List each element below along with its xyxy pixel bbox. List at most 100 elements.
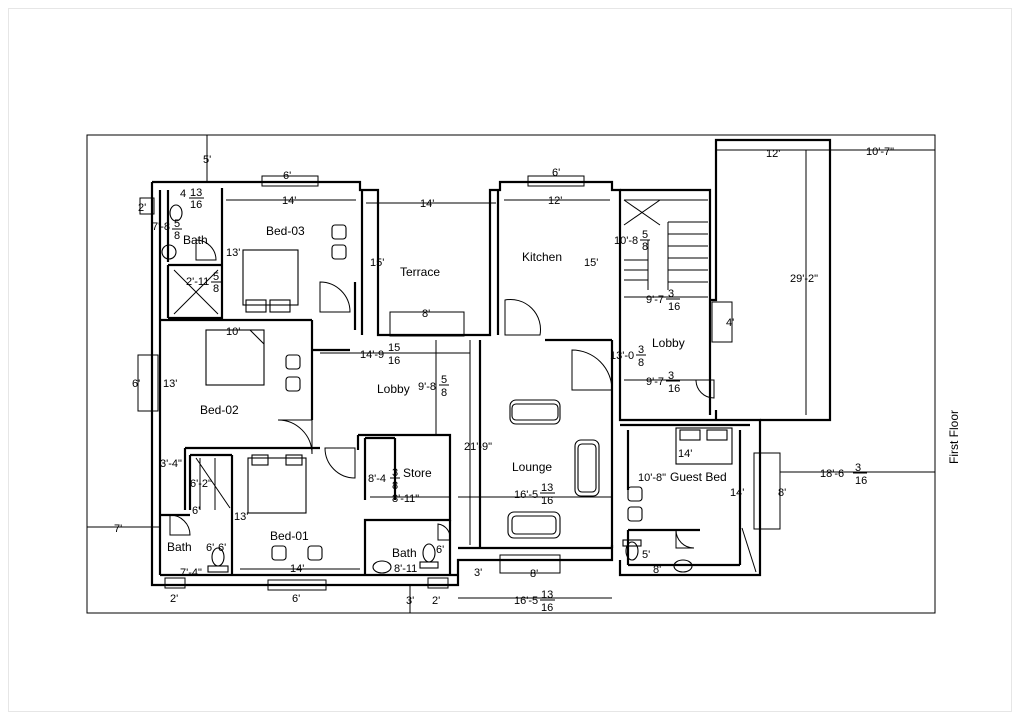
dim-label: 14' — [678, 448, 692, 460]
dim-label: 12' — [766, 148, 780, 160]
dim-label: 6' — [192, 505, 200, 517]
dim-label: 2' — [432, 595, 440, 607]
svg-text:3: 3 — [668, 370, 674, 382]
dim-label: 18'-6 — [820, 468, 844, 480]
dim-label: 13' — [234, 511, 248, 523]
svg-text:8: 8 — [441, 387, 447, 399]
svg-text:13: 13 — [190, 187, 202, 199]
dim-label: 3'-4" — [160, 458, 182, 470]
svg-text:13: 13 — [541, 482, 553, 494]
svg-text:16: 16 — [541, 602, 553, 614]
dim-label: 14' — [420, 198, 434, 210]
dim-label: 7' — [114, 523, 122, 535]
svg-text:15: 15 — [388, 342, 400, 354]
fraction: 15 16 — [387, 342, 401, 367]
dim-label: 6' — [292, 593, 300, 605]
building-walls — [150, 138, 832, 587]
dim-label: 13' — [163, 378, 177, 390]
dim-label: 7'-8 — [152, 221, 170, 233]
svg-text:16: 16 — [855, 475, 867, 487]
svg-text:8: 8 — [642, 241, 648, 253]
dimension-lines — [87, 135, 935, 613]
dim-label: 14' — [730, 487, 744, 499]
fraction: 3 16 — [853, 462, 867, 487]
dim-label: 8' — [422, 308, 430, 320]
sheet-label-first-floor: First Floor — [947, 410, 961, 464]
svg-text:3: 3 — [855, 462, 861, 474]
dim-label: 2' — [170, 593, 178, 605]
dim-label: 6' — [218, 542, 226, 554]
svg-text:8: 8 — [174, 230, 180, 242]
room-label-bath-left: Bath — [167, 540, 192, 554]
sheet-frame — [8, 8, 1012, 712]
dim-label: 13' — [226, 247, 240, 259]
svg-text:16: 16 — [388, 355, 400, 367]
dim-label: 2' — [138, 202, 146, 214]
svg-text:8: 8 — [392, 480, 398, 492]
dim-label: 6'-2" — [190, 478, 212, 490]
dim-label: 14' — [282, 195, 296, 207]
dim-label: 8' — [778, 487, 786, 499]
svg-text:8: 8 — [638, 357, 644, 369]
room-label-lobby-center: Lobby — [377, 382, 410, 396]
dim-label: 9'-7 — [646, 294, 664, 306]
dim-label: 29'-2" — [790, 273, 818, 285]
dim-label: 10'-7" — [866, 146, 894, 158]
svg-text:3: 3 — [668, 288, 674, 300]
dim-label: 15' — [370, 257, 384, 269]
dim-label: 14'-9 — [360, 349, 384, 361]
svg-text:8: 8 — [213, 283, 219, 295]
dim-label: 7'-4" — [180, 567, 202, 579]
svg-text:3: 3 — [392, 467, 398, 479]
room-labels: Bed-03 Terrace Kitchen Lobby Bed-02 Lobb… — [167, 224, 961, 560]
dim-label: 8'-11" — [392, 493, 419, 505]
room-label-lobby-right: Lobby — [652, 336, 685, 350]
dim-label: 5' — [203, 154, 211, 166]
fraction: 13 16 — [189, 187, 204, 211]
dim-label: 16'-5 — [514, 489, 538, 501]
dimension-labels: 5' 6' 14' 14' 6' 12' 12' 10'-7" 2' 7'-8 … — [114, 146, 894, 607]
dim-label: 6' — [552, 167, 560, 179]
dim-label: 10'-8" — [638, 472, 666, 484]
dim-label: 14' — [290, 563, 304, 575]
room-label-terrace: Terrace — [400, 265, 440, 279]
svg-text:5: 5 — [441, 374, 447, 386]
dim-label: 9'-8 — [418, 381, 436, 393]
doors — [169, 239, 715, 549]
dim-label: 6' — [206, 542, 214, 554]
fraction: 13 16 — [540, 589, 555, 614]
room-label-bed-01: Bed-01 — [270, 529, 309, 543]
svg-text:16: 16 — [668, 383, 680, 395]
fraction: 5 8 — [211, 271, 221, 295]
dim-label: 3' — [406, 595, 414, 607]
dim-label: 8' — [530, 568, 538, 580]
fraction: 3 16 — [666, 288, 680, 313]
room-label-kitchen: Kitchen — [522, 250, 562, 264]
fraction: 5 8 — [640, 229, 650, 253]
dim-label: 6' — [436, 544, 444, 556]
dim-label: 21'-9" — [464, 441, 492, 453]
room-label-bed-03: Bed-03 — [266, 224, 305, 238]
dim-label: 6' — [283, 170, 291, 182]
dim-label: 8'-4 — [368, 473, 386, 485]
room-label-lounge: Lounge — [512, 460, 552, 474]
fraction: 5 8 — [439, 374, 449, 399]
fraction: 13 16 — [540, 482, 555, 507]
dim-label: 13'-0 — [610, 350, 634, 362]
svg-text:13: 13 — [541, 589, 553, 601]
fraction: 5 8 — [172, 218, 182, 242]
dim-label: 8' — [653, 564, 661, 576]
svg-text:5: 5 — [174, 218, 180, 230]
svg-text:5: 5 — [213, 271, 219, 283]
dim-label: 6' — [132, 378, 140, 390]
room-label-bath-mid: Bath — [392, 546, 417, 560]
dim-label: 3' — [474, 567, 482, 579]
fraction: 3 16 — [666, 370, 680, 395]
svg-text:3: 3 — [638, 344, 644, 356]
svg-text:16: 16 — [190, 199, 202, 211]
dim-label: 8'-11 — [394, 563, 417, 575]
fraction: 3 8 — [636, 344, 646, 369]
dim-label: 12' — [548, 195, 562, 207]
furniture — [161, 204, 733, 574]
